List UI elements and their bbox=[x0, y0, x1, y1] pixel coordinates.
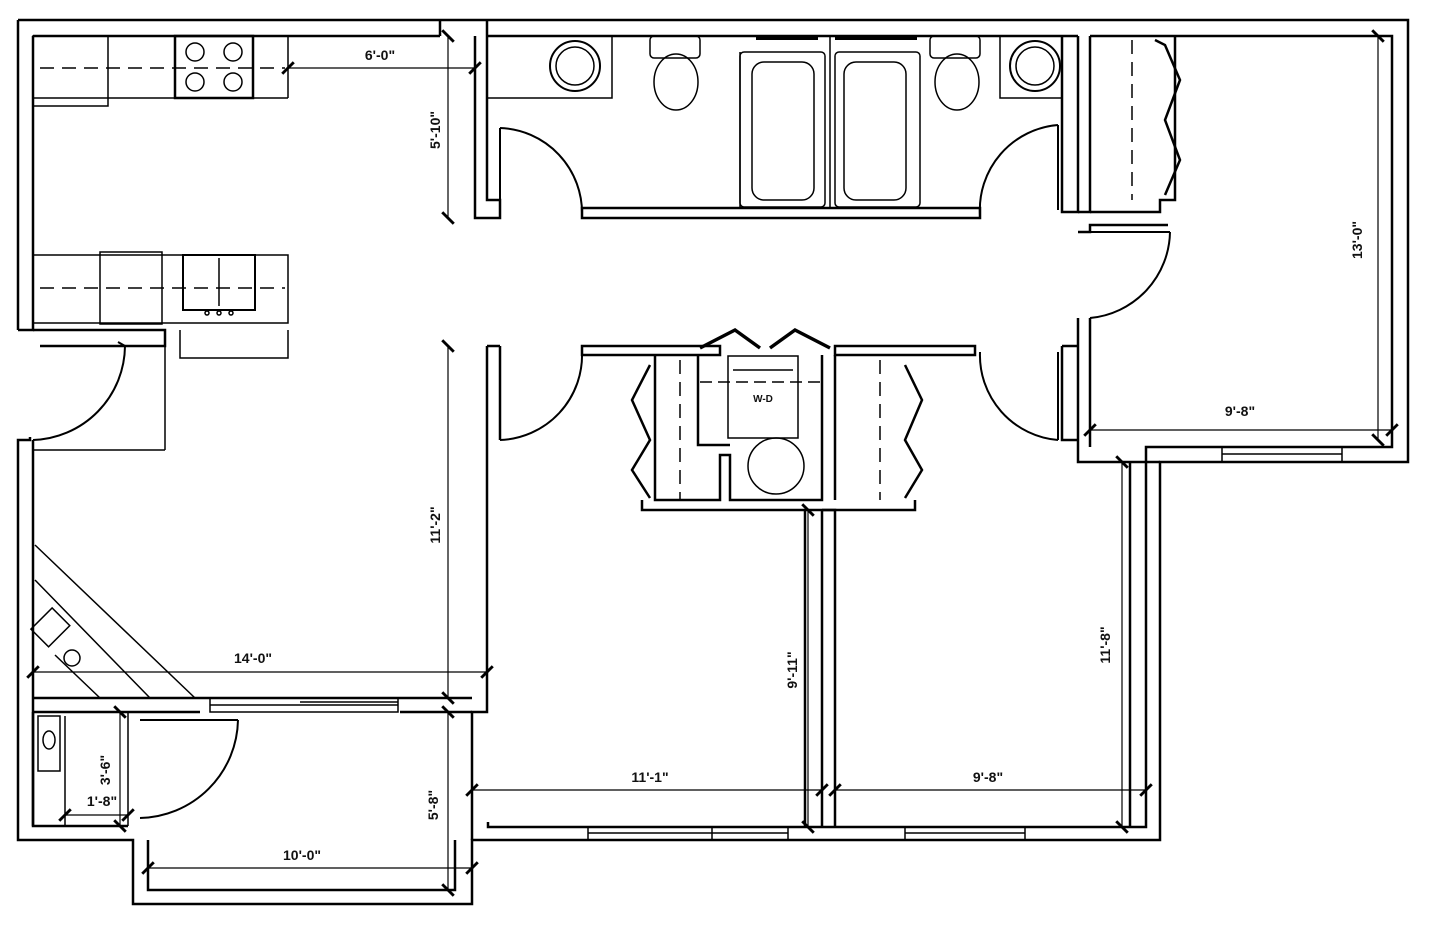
exterior-walls bbox=[16, 18, 1410, 906]
dimension-closet-depth: 3'-6" bbox=[97, 755, 113, 785]
washer-dryer-label: W-D bbox=[753, 394, 773, 405]
dimension-kitchen-width: 6'-0" bbox=[365, 47, 395, 63]
dimension-bedroom-mid-width: 11'-1" bbox=[631, 769, 668, 785]
dimension-patio-depth: 5'-8" bbox=[425, 790, 441, 820]
dimension-lines bbox=[26, 29, 1399, 897]
dimension-closet-width: 1'-8" bbox=[87, 793, 117, 809]
dimension-bedroom-se-width: 9'-8" bbox=[973, 769, 1003, 785]
dimension-living-width: 14'-0" bbox=[234, 650, 272, 666]
dimension-bedroom-se-depth: 11'-8" bbox=[1097, 626, 1113, 663]
dimension-bedroom-ne-width: 9'-8" bbox=[1225, 403, 1255, 419]
doors bbox=[32, 124, 1171, 819]
bath-fixtures bbox=[486, 35, 1063, 208]
kitchen-fixtures bbox=[32, 34, 289, 451]
windows bbox=[209, 446, 1343, 841]
dimension-bedroom-ne-depth: 13'-0" bbox=[1349, 221, 1365, 259]
dimension-living-depth: 11'-2" bbox=[427, 506, 443, 543]
dimension-patio-width: 10'-0" bbox=[283, 847, 321, 863]
dimension-bedroom-mid-depth: 9'-11" bbox=[784, 651, 800, 688]
dimension-bath-depth: 5'-10" bbox=[427, 111, 443, 149]
closet-fixtures bbox=[630, 38, 1182, 500]
